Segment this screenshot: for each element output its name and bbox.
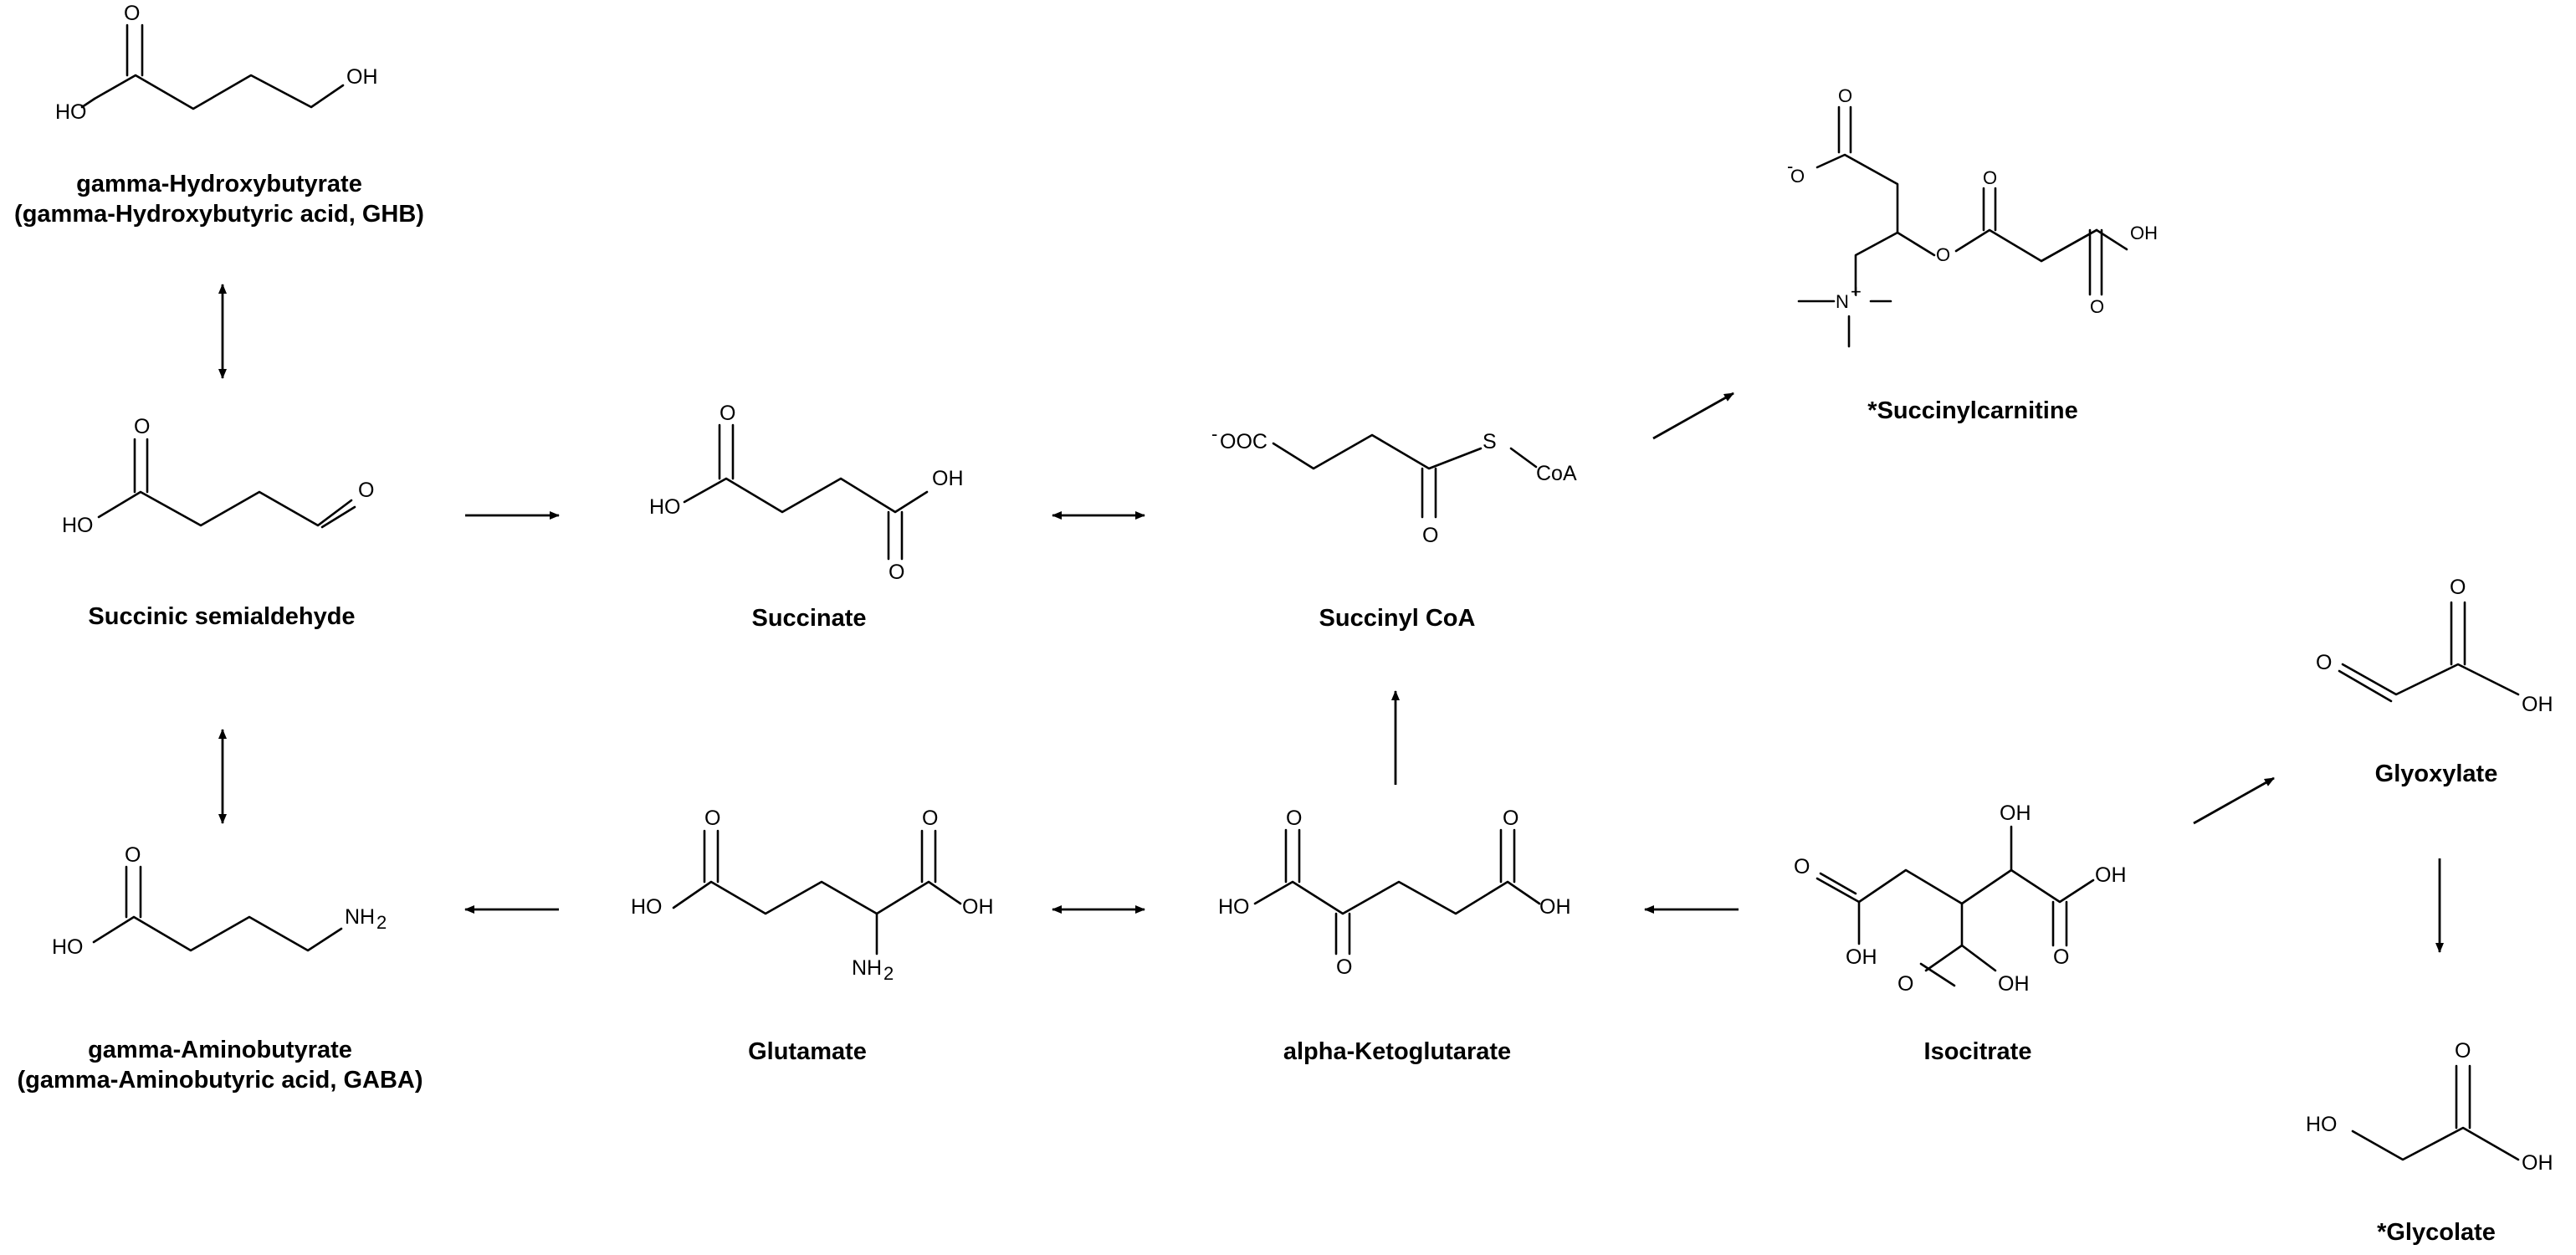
glutamate-structure: O O HO OH NH 2 xyxy=(631,807,994,984)
succinate-ho-label: HO xyxy=(649,495,681,519)
succinylcarnitine-plus-label: + xyxy=(1851,281,1862,302)
ghb-alias: (gamma-Hydroxybutyric acid, GHB) xyxy=(14,201,424,228)
glutamate-ho-label: HO xyxy=(631,895,663,919)
succinylcarnitine-o2-label: O xyxy=(1790,166,1805,187)
arrow-succinyl-coa-succinylcarnitine xyxy=(1652,392,1734,440)
ssa-structure: O HO O xyxy=(62,415,374,537)
succinyl-coa-s-label: S xyxy=(1483,430,1497,453)
akg-o2-label: O xyxy=(1503,807,1518,830)
glutamate-name: Glutamate xyxy=(748,1038,867,1065)
succinylcarnitine-minus-label: - xyxy=(1787,156,1793,177)
ssa-name: Succinic semialdehyde xyxy=(88,603,355,630)
isocitrate-o2-label: O xyxy=(2053,945,2069,969)
glutamate-nh-label: NH xyxy=(852,956,882,980)
akg-name: alpha-Ketoglutarate xyxy=(1283,1038,1511,1065)
succinyl-coa-o-label: O xyxy=(1422,524,1438,547)
glycolate-name: *Glycolate xyxy=(2377,1219,2496,1246)
glycolate-o-label: O xyxy=(2455,1039,2471,1063)
isocitrate-oh1-label: OH xyxy=(1846,945,1877,969)
succinyl-coa-ooc-label: OOC xyxy=(1220,430,1268,453)
gaba-nh-label: NH xyxy=(345,905,375,929)
glyoxylate-o2-label: O xyxy=(2450,576,2466,599)
glutamate-o2-label: O xyxy=(922,807,938,830)
glycolate-structure: HO O OH xyxy=(2306,1039,2553,1175)
akg-oh-label: OH xyxy=(1539,895,1571,919)
gaba-structure: O HO NH 2 xyxy=(52,843,387,959)
glyoxylate-name: Glyoxylate xyxy=(2375,761,2498,787)
glycolate-oh-label: OH xyxy=(2522,1151,2553,1175)
succinylcarnitine-o1-label: O xyxy=(1838,85,1852,106)
gaba-name: gamma-Aminobutyrate xyxy=(88,1037,352,1063)
akg-o3-label: O xyxy=(1336,955,1352,979)
isocitrate-oh2-label: OH xyxy=(2000,802,2031,825)
succinyl-coa-name: Succinyl CoA xyxy=(1319,605,1476,632)
glycolate-ho-label: HO xyxy=(2306,1113,2338,1136)
gaba-alias: (gamma-Aminobutyric acid, GABA) xyxy=(18,1067,423,1094)
glutamate-o1-label: O xyxy=(704,807,720,830)
gaba-o-label: O xyxy=(125,843,141,867)
succinate-o2-label: O xyxy=(889,561,904,584)
isocitrate-oh4-label: OH xyxy=(1998,972,2030,996)
akg-ho-label: HO xyxy=(1218,895,1250,919)
isocitrate-o3-label: O xyxy=(1897,972,1913,996)
succinylcarnitine-o3-label: O xyxy=(1936,244,1950,265)
succinyl-coa-structure: - OOC S CoA O xyxy=(1211,423,1577,547)
isocitrate-name: Isocitrate xyxy=(1924,1038,2032,1065)
isocitrate-o1-label: O xyxy=(1794,855,1810,878)
ghb-oh-label: OH xyxy=(346,65,378,89)
succinylcarnitine-n-label: N xyxy=(1836,291,1849,312)
ghb-name: gamma-Hydroxybutyrate xyxy=(76,171,362,197)
glutamate-oh-label: OH xyxy=(962,895,994,919)
glyoxylate-structure: O O OH xyxy=(2316,576,2553,716)
ghb-o-label: O xyxy=(124,2,140,25)
ssa-o1-label: O xyxy=(134,415,150,438)
succinylcarnitine-structure: O O - O O O OH N + xyxy=(1787,85,2158,348)
ghb-structure: O HO OH xyxy=(55,2,378,124)
succinyl-coa-coa-label: CoA xyxy=(1536,462,1577,485)
succinyl-coa-minus-label: - xyxy=(1211,423,1217,444)
succinylcarnitine-o4-label: O xyxy=(1983,167,1997,188)
gaba-sub2-label: 2 xyxy=(376,912,387,933)
succinate-o1-label: O xyxy=(720,402,735,425)
isocitrate-oh3-label: OH xyxy=(2095,863,2127,887)
succinate-oh-label: OH xyxy=(932,467,964,490)
glutamate-sub2-label: 2 xyxy=(883,963,894,984)
gaba-ho-label: HO xyxy=(52,935,84,959)
akg-structure: O O O HO OH xyxy=(1218,807,1571,979)
ssa-ho-label: HO xyxy=(62,514,94,537)
arrow-isocitrate-glyoxylate xyxy=(2193,776,2275,825)
succinylcarnitine-oh-label: OH xyxy=(2130,223,2158,243)
isocitrate-structure: O OH OH OH O O OH xyxy=(1794,802,2127,996)
succinate-structure: O HO OH O xyxy=(649,402,964,584)
succinylcarnitine-o5-label: O xyxy=(2090,296,2104,317)
ghb-ho-label: HO xyxy=(55,100,87,124)
akg-o1-label: O xyxy=(1286,807,1302,830)
glyoxylate-oh-label: OH xyxy=(2522,693,2553,716)
succinate-name: Succinate xyxy=(752,605,867,632)
ssa-o2-label: O xyxy=(358,479,374,502)
glyoxylate-o1-label: O xyxy=(2316,651,2332,674)
succinylcarnitine-name: *Succinylcarnitine xyxy=(1867,397,2077,424)
